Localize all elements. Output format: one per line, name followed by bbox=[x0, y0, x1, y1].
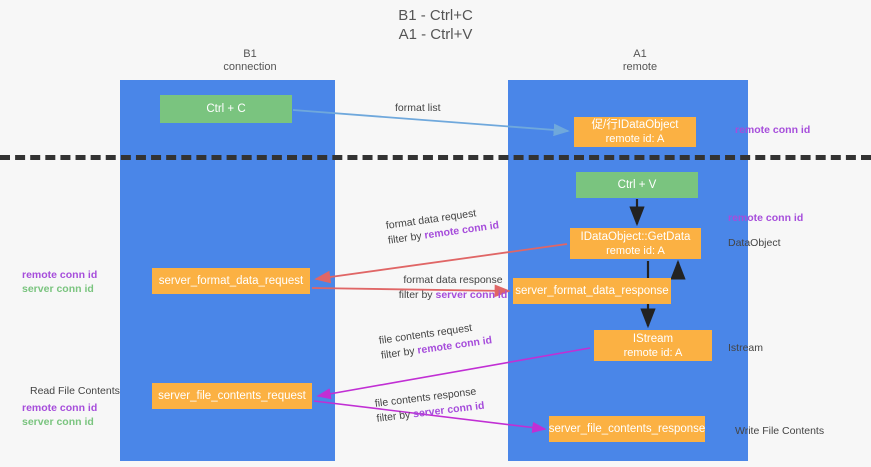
filter-prefix: filter by bbox=[380, 344, 419, 362]
annotation-text: remote conn id bbox=[735, 124, 811, 136]
edge-label-format-list: format list bbox=[395, 101, 441, 116]
edge-label-format-data-response-filter: filter by server conn id bbox=[378, 288, 528, 303]
annotation-right-istream: Istream bbox=[728, 341, 763, 355]
arrow-format-data-response bbox=[311, 284, 511, 298]
annotation-left-conn-ids-top: remote conn id server conn id bbox=[22, 268, 97, 296]
box-istream-title: IStream bbox=[632, 332, 674, 345]
box-idataobject-register[interactable]: 促/行IDataObject remote id: A bbox=[574, 117, 696, 147]
annotation-text: Read File Contents bbox=[30, 385, 120, 397]
annotation-text: Istream bbox=[728, 342, 764, 354]
page-title: B1 - Ctrl+C A1 - Ctrl+V bbox=[0, 6, 871, 44]
box-server-format-data-response-label: server_format_data_response bbox=[515, 285, 669, 297]
box-ctrl-v[interactable]: Ctrl + V bbox=[576, 172, 698, 198]
box-server-format-data-response[interactable]: server_format_data_response bbox=[513, 278, 671, 304]
box-ctrl-v-label: Ctrl + V bbox=[617, 179, 657, 191]
edge-label-format-list-text: format list bbox=[395, 102, 441, 114]
annotation-text: Write File Contents bbox=[735, 425, 825, 437]
arrow-format-data-request bbox=[314, 243, 568, 284]
box-idataobject-register-title: 促/行IDataObject bbox=[591, 119, 679, 131]
column-header-a1: A1 remote bbox=[540, 48, 740, 74]
annotation-remote-conn-id: remote conn id bbox=[22, 269, 98, 281]
edge-label-format-data-response-text: format data response bbox=[403, 274, 503, 286]
annotation-left-read-file-contents: Read File Contents bbox=[30, 384, 120, 398]
annotation-left-conn-ids-bottom: remote conn id server conn id bbox=[22, 401, 97, 429]
box-server-file-contents-request[interactable]: server_file_contents_request bbox=[152, 383, 312, 409]
box-ctrl-c[interactable]: Ctrl + C bbox=[160, 95, 292, 123]
annotation-remote-conn-id: remote conn id bbox=[22, 402, 98, 414]
box-server-file-contents-response-label: server_file_contents_response bbox=[548, 423, 706, 435]
title-line-2: A1 - Ctrl+V bbox=[398, 26, 473, 43]
filter-key-server-conn-id: server conn id bbox=[435, 289, 508, 301]
box-idataobject-getdata-title: IDataObject::GetData bbox=[580, 230, 691, 243]
box-idataobject-getdata-subtitle: remote id: A bbox=[606, 244, 665, 257]
annotation-right-remote-conn-id-top: remote conn id bbox=[735, 123, 810, 137]
box-istream[interactable]: IStream remote id: A bbox=[594, 330, 712, 361]
filter-prefix: filter by bbox=[375, 408, 414, 425]
box-istream-subtitle: remote id: A bbox=[623, 346, 683, 359]
annotation-right-write-file-contents: Write File Contents bbox=[735, 424, 824, 438]
box-ctrl-c-label: Ctrl + C bbox=[206, 103, 246, 115]
arrow-file-contents-response bbox=[313, 400, 547, 434]
annotation-server-conn-id: server conn id bbox=[22, 283, 94, 295]
annotation-server-conn-id: server conn id bbox=[22, 416, 94, 428]
box-server-format-data-request[interactable]: server_format_data_request bbox=[152, 268, 310, 294]
filter-prefix: filter by bbox=[387, 229, 426, 247]
arrow-format-list bbox=[292, 109, 570, 137]
section-divider bbox=[0, 155, 871, 160]
box-idataobject-getdata[interactable]: IDataObject::GetData remote id: A bbox=[570, 228, 701, 259]
filter-prefix: filter by bbox=[398, 289, 436, 301]
column-header-a1-role: remote bbox=[622, 61, 658, 73]
annotation-text: DataObject bbox=[728, 237, 781, 249]
column-header-a1-name: A1 bbox=[633, 48, 647, 60]
edge-label-format-data-response: format data response filter by server co… bbox=[378, 273, 528, 303]
annotation-right-dataobject: DataObject bbox=[728, 236, 781, 250]
title-line-1: B1 - Ctrl+C bbox=[398, 7, 473, 24]
box-server-file-contents-request-label: server_file_contents_request bbox=[158, 390, 306, 402]
box-server-file-contents-response[interactable]: server_file_contents_response bbox=[549, 416, 705, 442]
column-header-b1-name: B1 bbox=[243, 48, 257, 60]
box-idataobject-register-subtitle: remote id: A bbox=[605, 133, 665, 145]
column-header-b1-role: connection bbox=[223, 61, 277, 73]
box-server-format-data-request-label: server_format_data_request bbox=[158, 275, 304, 287]
arrow-file-contents-request bbox=[316, 347, 591, 400]
annotation-right-remote-conn-id-mid: remote conn id bbox=[728, 211, 803, 225]
annotation-text: remote conn id bbox=[728, 212, 804, 224]
column-header-b1: B1 connection bbox=[150, 48, 350, 74]
